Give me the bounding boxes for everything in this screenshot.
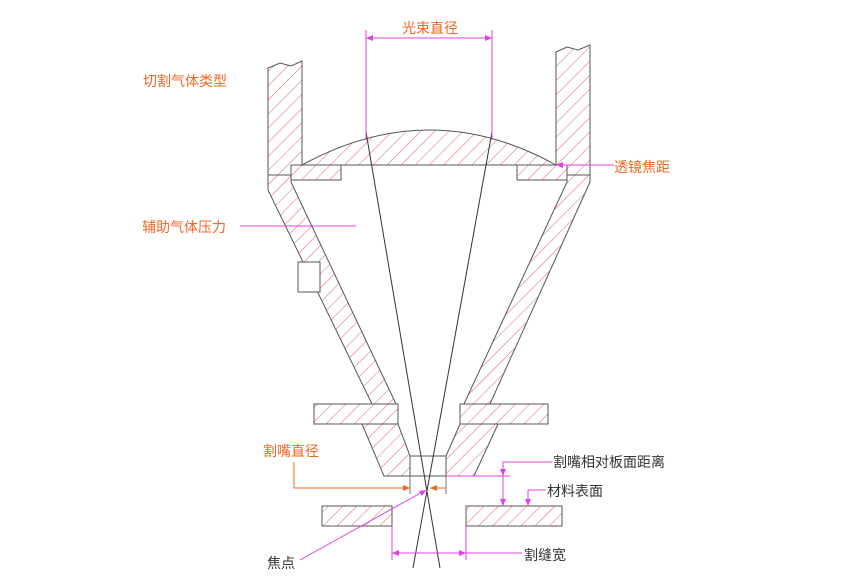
nozzle-diameter-dimension (293, 462, 447, 494)
flange-right (459, 403, 549, 425)
lens-seat-right (516, 164, 568, 181)
focal-point-leader (299, 489, 427, 561)
workpiece-left (321, 505, 393, 527)
assist-gas-pressure-label: 辅助气体压力 (142, 220, 226, 236)
nozzle-tip-right (445, 423, 499, 477)
lens-seat-left (290, 164, 342, 181)
left-upper-wall (267, 60, 303, 176)
flange-left (313, 403, 399, 425)
lens-focal-length-leader (556, 162, 614, 168)
material-surface-leader (525, 489, 546, 506)
kerf-width-dimension (391, 526, 522, 560)
workpiece-right (465, 505, 563, 527)
nozzle-to-plate-dimension (446, 461, 552, 506)
gas-inlet-port (297, 261, 321, 293)
cutting-gas-type-label: 切割气体类型 (143, 73, 227, 90)
nozzle-tip-left (361, 423, 411, 477)
focusing-lens (301, 129, 558, 166)
kerf-width-label: 割缝宽 (524, 547, 566, 564)
beam-diameter-label: 光束直径 (402, 20, 458, 37)
left-cone-wall (267, 174, 397, 405)
nozzle-diameter-label: 割嘴直径 (263, 443, 319, 460)
nozzle-orifice (409, 455, 447, 477)
laser-beam (365, 131, 493, 569)
focal-point-label: 焦点 (267, 556, 295, 572)
material-surface-label: 材料表面 (547, 484, 603, 500)
lens-focal-length-label: 透镜焦距 (614, 160, 670, 176)
nozzle-to-plate-distance-label: 割嘴相对板面距离 (553, 454, 665, 471)
right-upper-wall (555, 44, 591, 176)
beam-diameter-dimension (365, 30, 493, 140)
right-cone-wall (463, 174, 591, 405)
